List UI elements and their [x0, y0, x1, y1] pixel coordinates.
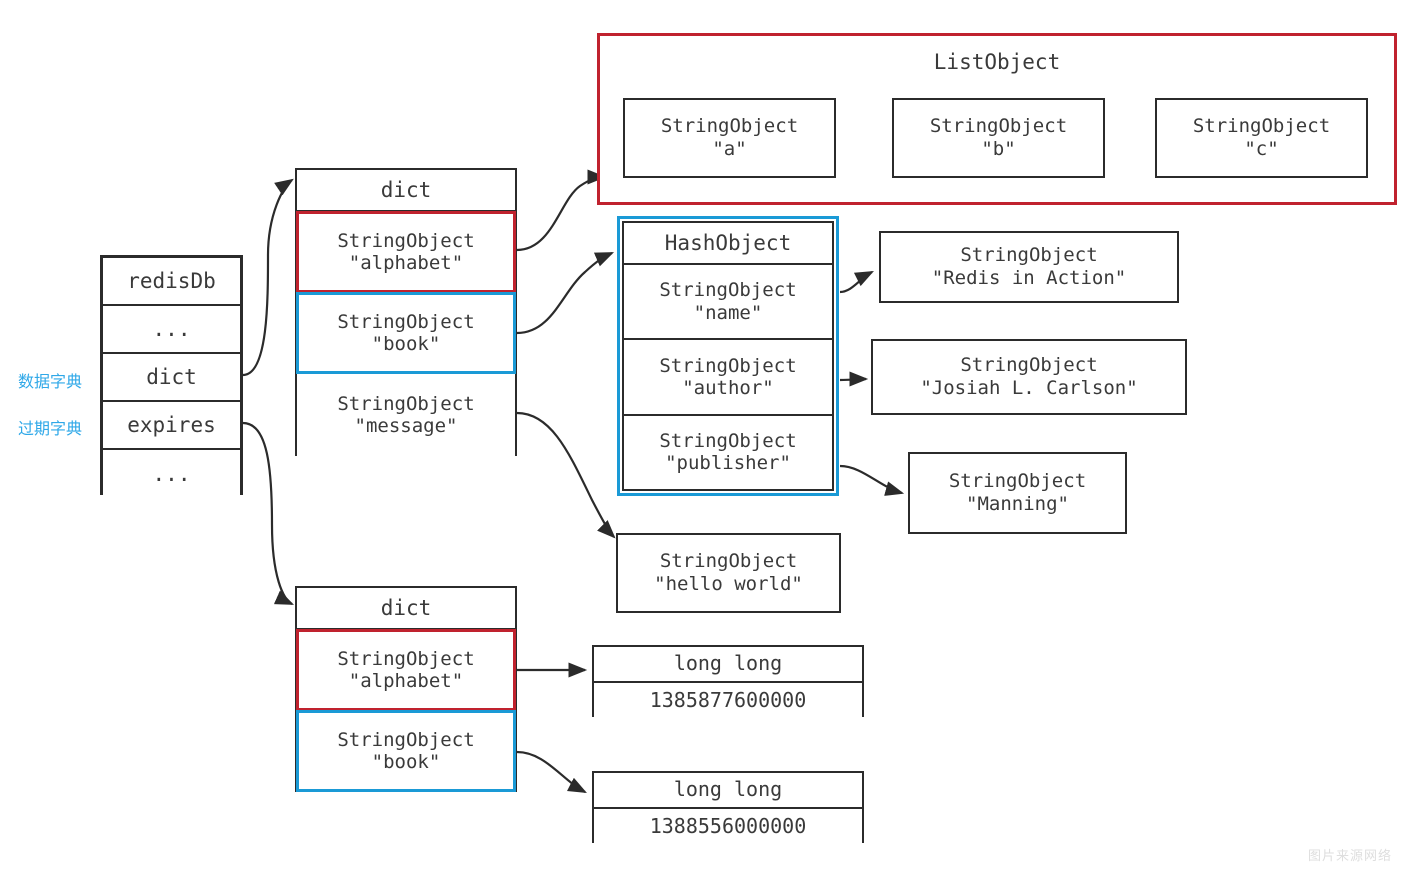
list-object-item-c: StringObject "c": [1155, 98, 1368, 178]
arrow-name-value: [839, 271, 874, 294]
hash-object-header: HashObject: [624, 223, 832, 265]
expire-type: long long: [594, 647, 862, 683]
data-dict-table: dict StringObject "alphabet" StringObjec…: [295, 168, 517, 456]
item-value: "b": [981, 138, 1016, 160]
arrow-exp-book-long: [516, 750, 587, 794]
redisdb-row-ellipsis-bottom: ...: [103, 450, 240, 498]
value-type: StringObject: [960, 354, 1098, 377]
list-object-item-b: StringObject "b": [892, 98, 1105, 178]
expires-dict-entry-book: StringObject "book": [296, 710, 516, 792]
redisdb-row-dict: dict: [103, 354, 240, 402]
watermark: 图片来源网络: [1307, 849, 1392, 864]
entry-type: StringObject: [337, 728, 475, 751]
redisdb-row-title: redisDb: [103, 258, 240, 306]
entry-type: StringObject: [337, 392, 475, 415]
redisdb-row-ellipsis-top: ...: [103, 306, 240, 354]
expire-timestamp: 1385877600000: [594, 683, 862, 719]
arrow-db-expires: [242, 421, 295, 606]
expires-dict-header: dict: [297, 588, 515, 630]
item-type: StringObject: [1192, 115, 1331, 138]
item-type: StringObject: [929, 115, 1068, 138]
hash-value-author: StringObject "Josiah L. Carlson": [871, 339, 1187, 415]
expire-value-alphabet: long long 1385877600000: [592, 645, 864, 719]
field-value: "author": [682, 376, 774, 399]
data-dict-entry-alphabet: StringObject "alphabet": [296, 211, 516, 293]
expire-value-book: long long 1388556000000: [592, 771, 864, 845]
hash-value-name: StringObject "Redis in Action": [879, 231, 1179, 303]
expires-dict-table: dict StringObject "alphabet" StringObjec…: [295, 586, 517, 792]
entry-type: StringObject: [337, 647, 475, 670]
hash-object-field-publisher: StringObject "publisher": [624, 415, 832, 489]
list-object-container: ListObject StringObject "a" StringObject…: [597, 33, 1397, 205]
hash-object-field-author: StringObject "author": [624, 340, 832, 416]
entry-type: StringObject: [337, 310, 475, 333]
value-text: "Redis in Action": [931, 267, 1127, 289]
field-value: "publisher": [665, 452, 791, 475]
entry-value: "book": [371, 333, 441, 355]
expire-timestamp: 1388556000000: [594, 809, 862, 845]
value-type: StringObject: [960, 244, 1098, 267]
arrow-author-value: [839, 371, 869, 387]
message-value-box: StringObject "hello world": [616, 533, 841, 613]
arrow-db-dict: [242, 178, 294, 377]
arrow-alphabet-list: [516, 169, 607, 252]
arrow-book-hash: [516, 251, 615, 335]
value-text: "Manning": [966, 493, 1069, 515]
entry-value: "message": [354, 415, 458, 437]
item-type: StringObject: [660, 115, 799, 138]
list-object-title: ListObject: [933, 50, 1061, 74]
arrow-publisher-value: [839, 464, 905, 496]
data-dict-entry-message: StringObject "message": [297, 374, 515, 456]
value-text: "hello world": [654, 573, 803, 595]
value-text: "Josiah L. Carlson": [920, 377, 1138, 399]
field-type: StringObject: [659, 429, 797, 452]
value-type: StringObject: [659, 550, 798, 573]
hash-object-container: HashObject StringObject "name" StringObj…: [617, 216, 839, 496]
item-value: "c": [1244, 138, 1279, 160]
expire-type: long long: [594, 773, 862, 809]
data-dict-entry-book: StringObject "book": [296, 292, 516, 374]
field-value: "name": [693, 301, 763, 324]
entry-value: "alphabet": [348, 670, 464, 692]
redisdb-row-expires: expires: [103, 402, 240, 450]
field-type: StringObject: [659, 279, 797, 302]
list-object-item-a: StringObject "a": [623, 98, 836, 178]
hash-value-publisher: StringObject "Manning": [908, 452, 1127, 534]
data-dict-header: dict: [297, 170, 515, 212]
arrow-message-string: [516, 411, 616, 539]
entry-type: StringObject: [337, 229, 475, 252]
expires-dict-entry-alphabet: StringObject "alphabet": [296, 629, 516, 711]
label-data-dictionary: 数据字典: [18, 372, 83, 391]
field-type: StringObject: [659, 354, 797, 377]
entry-value: "alphabet": [348, 252, 464, 274]
entry-value: "book": [371, 751, 441, 773]
item-value: "a": [712, 138, 747, 160]
redisdb-struct: redisDb ... dict expires ...: [100, 255, 243, 498]
hash-object-field-name: StringObject "name": [624, 265, 832, 341]
label-expires-dictionary: 过期字典: [18, 419, 83, 438]
value-type: StringObject: [948, 470, 1087, 493]
